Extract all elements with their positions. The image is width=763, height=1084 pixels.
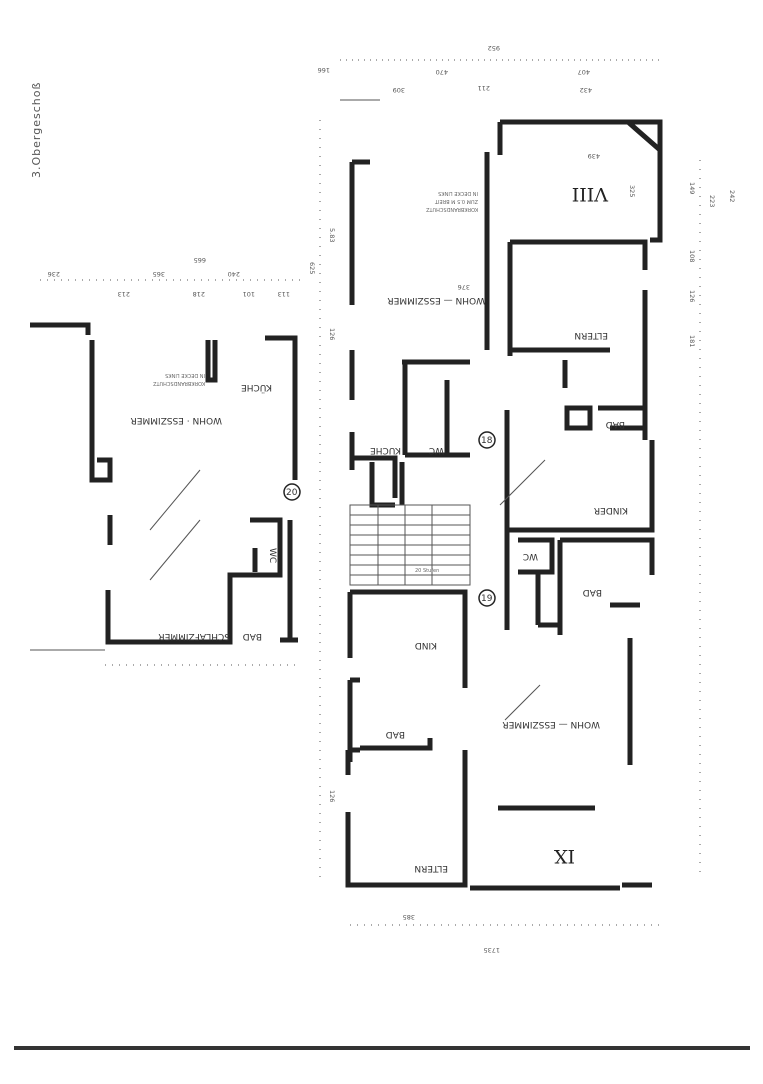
svg-text:213: 213 (118, 290, 130, 298)
marker-18: 18 (478, 431, 496, 449)
unit-number-ix: IX (553, 845, 575, 867)
room-wohn-ess-left: WOHN · ESSZIMMER (131, 415, 222, 425)
svg-text:432: 432 (580, 86, 592, 94)
svg-text:126: 126 (328, 790, 336, 802)
svg-text:126: 126 (688, 290, 696, 302)
svg-text:126: 126 (328, 328, 336, 340)
svg-text:166: 166 (318, 66, 330, 74)
door-swings (149, 459, 546, 721)
wall-kueche-left (349, 350, 398, 498)
room-eltern-top: ELTERN (574, 330, 608, 340)
room-bad-left: BAD (243, 631, 262, 641)
svg-text:376: 376 (458, 283, 470, 291)
room-wc-left: WC (267, 548, 277, 563)
svg-text:325: 325 (628, 185, 636, 197)
svg-text:385: 385 (403, 913, 415, 921)
svg-text:101: 101 (243, 290, 255, 298)
wall-wc-kueche (402, 359, 470, 458)
dimension-lines (30, 59, 701, 926)
room-wohn-ess-top: WOHN — ESSZIMMER (387, 295, 485, 305)
marker-19: 19 (478, 589, 496, 607)
svg-text:181: 181 (688, 335, 696, 347)
room-bad-right: BAD (606, 419, 625, 429)
svg-text:211: 211 (478, 84, 490, 92)
room-wc-right: WC (523, 551, 538, 561)
wall-eltern-top (507, 239, 648, 356)
wall-kind-bottom (350, 589, 468, 688)
dimension-labels: 952 166 309 470 211 407 432 439 325 149 … (48, 44, 736, 954)
wall-kueche-left-box (205, 340, 218, 383)
svg-text:KORKBRANDSCHUTZ: KORKBRANDSCHUTZ (152, 380, 205, 386)
svg-text:470: 470 (436, 68, 448, 76)
room-bad-ix: BAD (386, 729, 405, 739)
bottom-rule (14, 1046, 750, 1050)
svg-text:149: 149 (688, 182, 696, 194)
svg-text:407: 407 (578, 68, 590, 76)
room-schlafzimmer: SCHLAFZIMMER (158, 631, 230, 641)
svg-text:IN DECKE LINKS: IN DECKE LINKS (438, 190, 478, 196)
wall-stair-left-upper (369, 462, 395, 508)
wall-unit-viii-top (497, 119, 663, 243)
room-wc: WC (429, 445, 444, 455)
svg-text:ZUM 0.5 M BREIT: ZUM 0.5 M BREIT (434, 198, 478, 204)
room-kueche: KÜCHE (370, 445, 401, 456)
notes: KORKBRANDSCHUTZ ZUM 0.5 M BREIT IN DECKE… (152, 190, 478, 386)
wall-bad-ix-bottom (360, 738, 433, 751)
room-eltern-bottom: ELTERN (414, 863, 448, 873)
room-wohn-ess-right: WOHN — ESSZIMMER (502, 719, 600, 729)
svg-text:IN DECKE LINKS: IN DECKE LINKS (165, 372, 205, 378)
svg-text:952: 952 (488, 44, 500, 52)
wall-left-right-edge (280, 520, 298, 643)
marker-20: 20 (283, 483, 301, 501)
svg-text:240: 240 (228, 270, 240, 278)
unit-number-viii: VIII (572, 183, 609, 205)
staircase: 20 Stufen (349, 504, 471, 586)
wall-bad-box (564, 405, 593, 431)
svg-text:242: 242 (728, 190, 736, 202)
svg-text:20: 20 (286, 488, 298, 498)
stair-label: 20 Stufen (415, 568, 439, 574)
svg-text:KORKBRANDSCHUTZ: KORKBRANDSCHUTZ (425, 206, 478, 212)
wall-wc-right (518, 537, 555, 575)
svg-text:236: 236 (48, 270, 60, 278)
svg-text:218: 218 (193, 290, 205, 298)
svg-text:439: 439 (588, 152, 600, 160)
room-bad-viii: BAD (583, 587, 602, 597)
wall-bad-right (598, 405, 648, 440)
svg-text:1735: 1735 (483, 946, 500, 954)
svg-text:5.83: 5.83 (328, 228, 336, 242)
wall-bad-right-room (557, 537, 655, 635)
svg-text:625: 625 (308, 262, 316, 274)
wall-wc-left (227, 517, 283, 642)
wall-unit-viii-corner (628, 119, 663, 150)
wall-eltern-ix (345, 750, 468, 888)
wall-left-top-stub (30, 322, 91, 335)
svg-text:365: 365 (153, 270, 165, 278)
svg-text:665: 665 (194, 256, 206, 264)
svg-text:18: 18 (481, 436, 493, 446)
svg-text:309: 309 (393, 86, 405, 94)
svg-text:108: 108 (688, 250, 696, 262)
svg-text:223: 223 (708, 195, 716, 207)
room-kind: KIND (415, 640, 437, 650)
wall-left-wohn-ess (89, 340, 113, 483)
room-kueche-left: KÜCHE (241, 382, 272, 393)
room-kinder: KINDER (594, 505, 628, 515)
sheet-title: 3.Obergeschoß (30, 82, 43, 178)
svg-text:113: 113 (278, 290, 290, 298)
wall-wc-stub (535, 572, 560, 628)
rooms: WOHN — ESSZIMMER ELTERN KINDER BAD WC BA… (131, 295, 628, 873)
wall-kueche-left-right (265, 335, 298, 480)
wall-bad-ix-corner (345, 747, 360, 775)
svg-text:19: 19 (481, 594, 493, 604)
wall-kinder (504, 410, 655, 630)
